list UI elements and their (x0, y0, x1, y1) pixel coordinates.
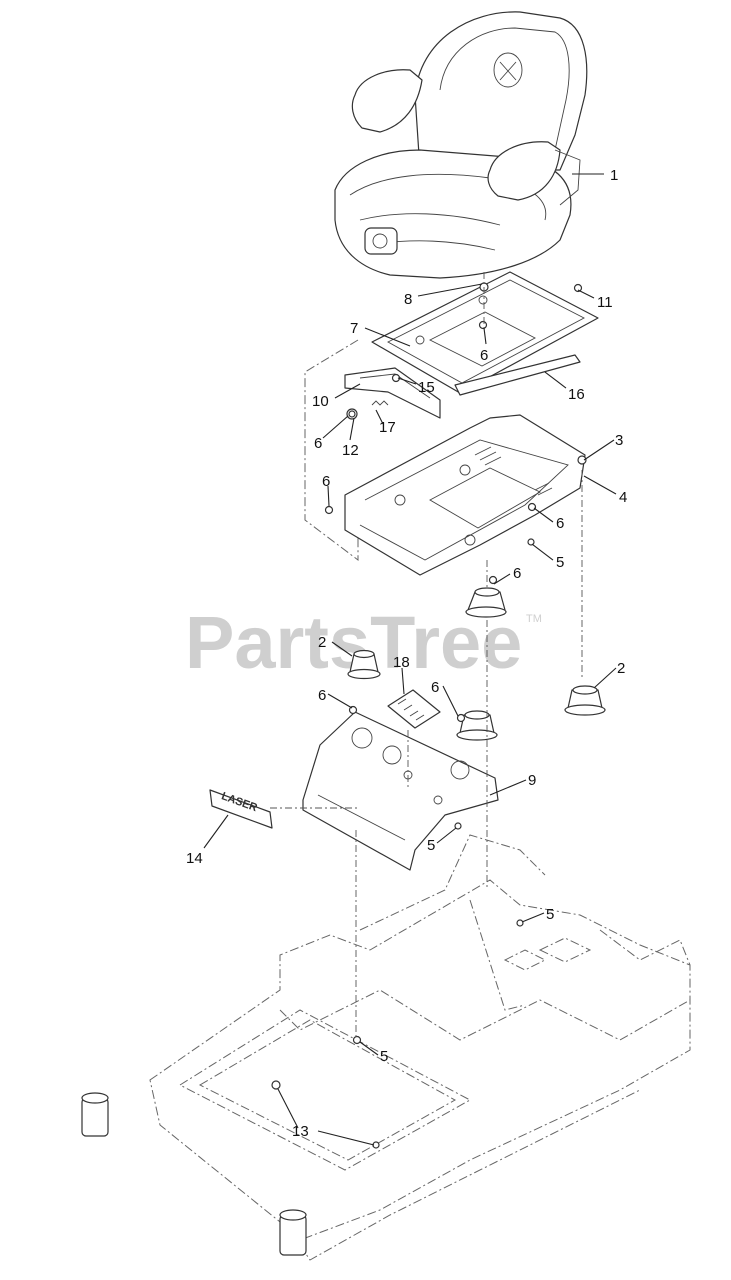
callout-6-mount-right: 6 (556, 515, 564, 532)
hardware-nuts (271, 282, 587, 1149)
leader-lines (203, 173, 617, 1146)
callout-6-shroud-left: 6 (318, 687, 326, 704)
callout-17: 17 (379, 419, 396, 436)
callout-labels: 1 2 2 3 4 5 5 5 5 6 6 6 6 6 6 6 7 8 9 10… (186, 167, 627, 1140)
laser-decal[interactable]: LASER (209, 789, 273, 829)
seat-mount-plate[interactable] (344, 414, 586, 576)
callout-6-shroud-center: 6 (431, 679, 439, 696)
callout-2-right: 2 (617, 660, 625, 677)
callout-13: 13 (292, 1123, 309, 1140)
instruction-decal[interactable] (387, 689, 441, 729)
isolator-mount-left[interactable] (347, 649, 381, 680)
callout-11: 11 (597, 294, 613, 311)
callout-4: 4 (619, 489, 627, 506)
callout-6-bracket: 6 (314, 435, 322, 452)
assembly-centerlines (270, 272, 583, 1040)
callout-7: 7 (350, 320, 358, 337)
callout-18: 18 (393, 654, 410, 671)
isolator-mount-center[interactable] (465, 587, 507, 618)
callout-1: 1 (610, 167, 618, 184)
watermark-trademark: TM (526, 613, 542, 625)
callout-5-frame-left: 5 (380, 1048, 388, 1065)
isolator-mount-right[interactable] (564, 685, 606, 716)
mower-frame (81, 834, 691, 1261)
callout-8: 8 (404, 291, 412, 308)
bracket-10[interactable] (344, 367, 441, 419)
callout-12: 12 (342, 442, 359, 459)
callout-2-left: 2 (318, 634, 326, 651)
callout-5-shroud: 5 (427, 837, 435, 854)
spring-17[interactable] (371, 400, 389, 406)
isolator-mount-lower[interactable] (456, 710, 498, 741)
seat-pan-shroud[interactable] (302, 711, 499, 871)
callout-6-isolator: 6 (513, 565, 521, 582)
callout-3: 3 (615, 432, 623, 449)
callout-5-upper: 5 (556, 554, 564, 571)
callout-14: 14 (186, 850, 203, 867)
callout-6-mount-left: 6 (322, 473, 330, 490)
callout-5-frame-right: 5 (546, 906, 554, 923)
callout-9: 9 (528, 772, 536, 789)
callout-10: 10 (312, 393, 329, 410)
callout-15: 15 (418, 379, 435, 396)
callout-16: 16 (568, 386, 585, 403)
seat-assembly[interactable] (334, 11, 588, 279)
callout-6-upper-plate: 6 (480, 347, 488, 364)
